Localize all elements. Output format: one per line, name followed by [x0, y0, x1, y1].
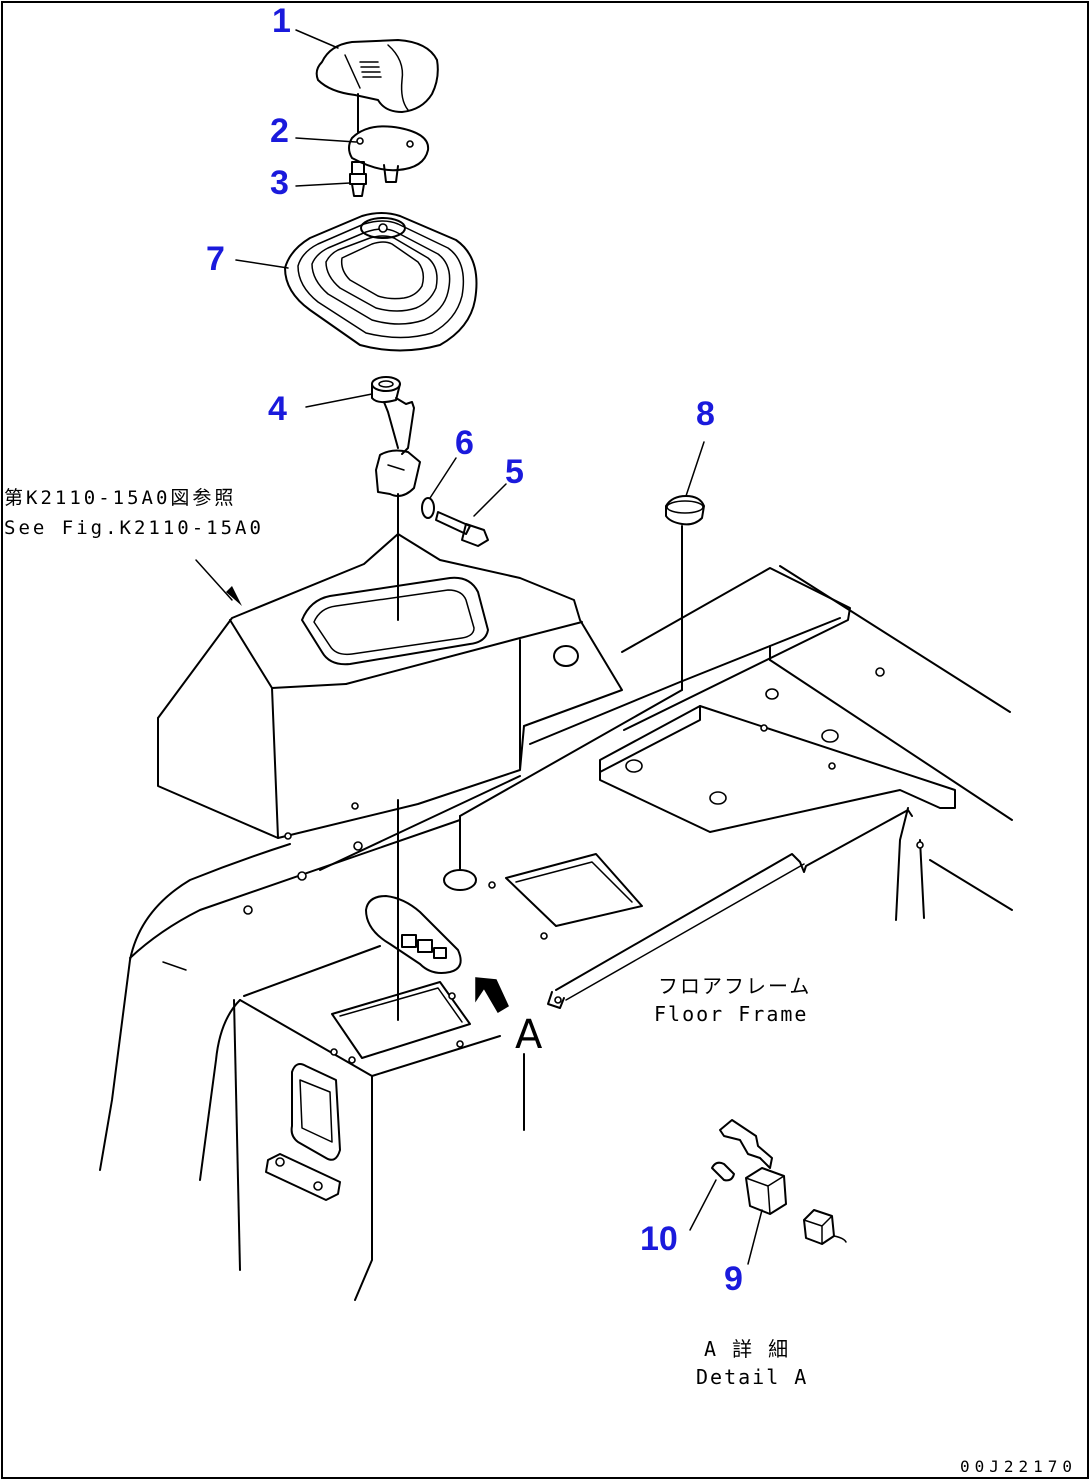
bolt-part-3 [349, 161, 367, 197]
callout-5: 5 [505, 453, 524, 491]
detail-label-en: Detail A [696, 1365, 808, 1389]
callout-10: 10 [640, 1220, 678, 1258]
floor-frame-label-en: Floor Frame [654, 1002, 808, 1026]
reference-arrow-icon [226, 586, 242, 606]
leader-lines [195, 29, 763, 1265]
callout-7: 7 [206, 240, 225, 278]
floor-frame [99, 565, 1013, 1301]
bolt-part-5 [435, 511, 489, 547]
lever-knob-part [315, 39, 439, 133]
callout-6: 6 [455, 424, 474, 462]
washer-part [421, 497, 435, 519]
console-box [157, 533, 623, 840]
drawing-code: 00J22170 [960, 1457, 1077, 1476]
callout-2: 2 [270, 112, 289, 150]
reference-note-en: See Fig.K2110-15A0 [4, 517, 264, 539]
view-arrow-icon [475, 977, 509, 1014]
lever-part [371, 376, 421, 621]
callout-4: 4 [268, 390, 287, 428]
reference-note-jp: 第K2110-15A0図参照 [4, 487, 236, 509]
rubber-boot-part [284, 212, 478, 352]
floor-frame-label-jp: フロアフレーム [658, 974, 811, 998]
detail-label-jp: A 詳 細 [704, 1337, 790, 1361]
callout-9: 9 [724, 1260, 743, 1298]
plug-part [665, 495, 705, 691]
mounting-plate-part [348, 125, 430, 183]
callout-1: 1 [272, 2, 291, 40]
callout-8: 8 [696, 395, 715, 433]
callout-3: 3 [270, 164, 289, 202]
view-letter: A [515, 1012, 543, 1058]
detail-a-view [711, 1119, 847, 1245]
